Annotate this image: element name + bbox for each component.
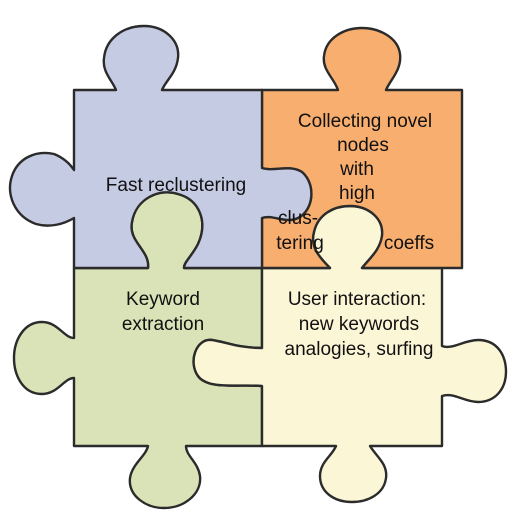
label-keyword-line-2: extraction — [122, 314, 204, 335]
puzzle-piece-fast-reclustering — [8, 24, 313, 270]
puzzle-piece-fast-reclustering-shape — [8, 24, 313, 270]
label-keyword-extraction: Keyword extraction — [122, 289, 204, 335]
label-coeffs: coeffs — [384, 233, 434, 254]
label-keyword-line-1: Keyword — [126, 289, 200, 310]
label-collecting-line-2: nodes — [337, 135, 389, 156]
label-user-line-1: User interaction: — [288, 289, 426, 310]
label-fast-reclustering-line-1: Fast reclustering — [106, 175, 246, 196]
label-user-line-3: analogies, surfing — [285, 339, 434, 360]
label-collecting-line-1: Collecting novel — [298, 111, 432, 132]
label-clustering-line-1: clus- — [278, 208, 318, 229]
label-collecting-line-4: high — [339, 183, 375, 204]
label-fast-reclustering: Fast reclustering — [106, 175, 246, 196]
label-collecting-line-3: with — [339, 159, 374, 180]
label-clustering-line-2: tering — [276, 233, 324, 254]
label-user-interaction: User interaction: new keywords analogies… — [285, 289, 434, 360]
label-collecting-novel-nodes: Collecting novel nodes with high clus- t… — [276, 111, 434, 254]
label-user-line-2: new keywords — [299, 314, 419, 335]
